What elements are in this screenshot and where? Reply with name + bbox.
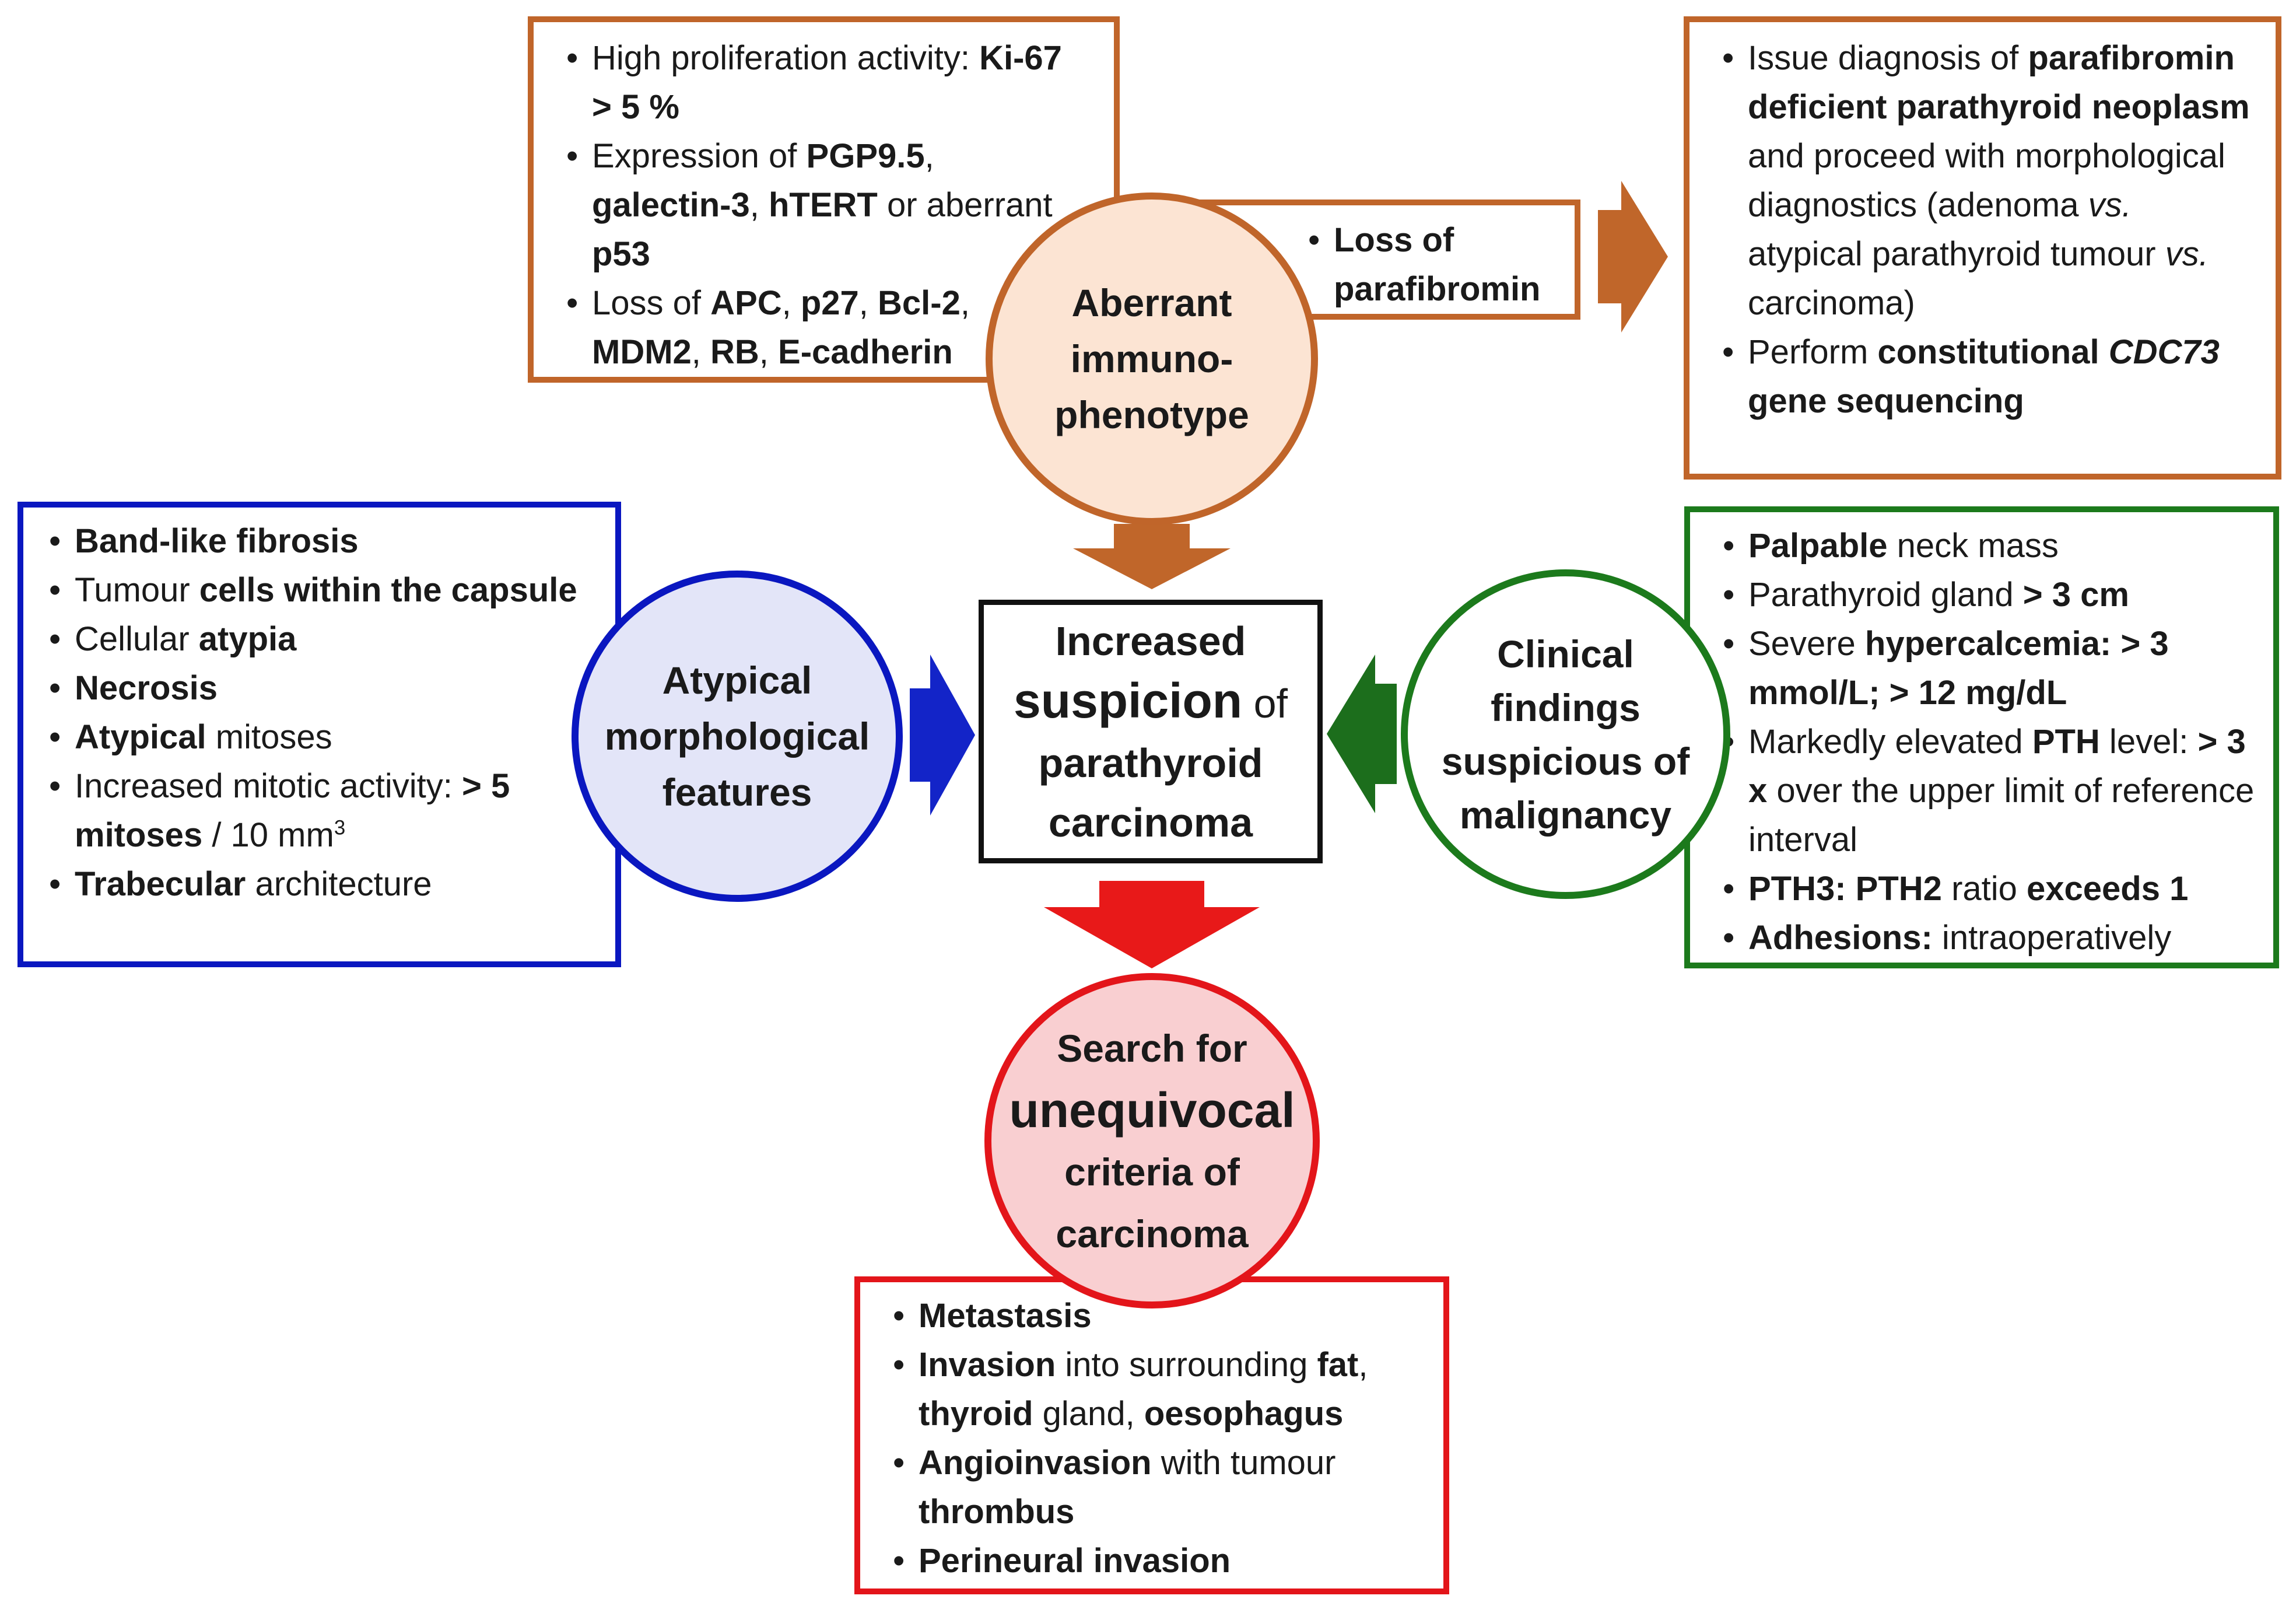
circle-label-line: phenotype <box>1054 393 1249 436</box>
list-item: Markedly elevated PTH level: > 3 x over … <box>1718 718 2260 865</box>
carcinoma-criteria-list: MetastasisInvasion into surrounding fat,… <box>888 1292 1431 1586</box>
center-text-line: parathyroid <box>1038 740 1263 786</box>
circle-label-line: Clinical <box>1497 632 1634 676</box>
list-item: Cellular atypia <box>44 615 598 664</box>
list-item: Loss of APC, p27, Bcl-2, MDM2, RB, E-cad… <box>562 279 1063 377</box>
clinical-findings-label: Clinical findings suspicious of malignancy <box>1442 627 1689 842</box>
arrow-clinical-left <box>1327 655 1397 813</box>
clinical-findings-circle: Clinical findings suspicious of malignancy <box>1401 569 1730 899</box>
morphology-features-box: Band-like fibrosisTumour cells within th… <box>17 502 621 967</box>
circle-label-line: findings <box>1491 685 1640 729</box>
list-item: High proliferation activity: Ki-67 > 5 % <box>562 34 1063 132</box>
aberrant-immunophenotype-label: Aberrant immuno-phenotype <box>1054 275 1249 443</box>
list-item: Angioinvasion with tumour thrombus <box>888 1439 1431 1537</box>
list-item: Invasion into surrounding fat, thyroid g… <box>888 1341 1431 1439</box>
center-text-line: carcinoma <box>1048 799 1253 845</box>
arrow-immunophenotype-down <box>1073 524 1231 589</box>
list-item: PTH3: PTH2 ratio exceeds 1 <box>1718 865 2260 914</box>
circle-label-line: carcinoma <box>1056 1212 1249 1255</box>
circle-label-line: morphological <box>604 715 870 758</box>
increased-suspicion-box: Increased suspicion of parathyroid carcinom… <box>979 600 1323 863</box>
circle-label-line: features <box>662 771 812 814</box>
list-item: Adhesions: intraoperatively <box>1718 914 2260 963</box>
center-text-line: suspicion of <box>1014 673 1288 728</box>
list-item: Trabecular architecture <box>44 860 598 909</box>
unequivocal-criteria-circle: Search for unequivocal criteria of carcinom… <box>984 973 1320 1308</box>
list-item: Band-like fibrosis <box>44 517 598 566</box>
diagnosis-box: Issue diagnosis of parafibromin deficien… <box>1684 16 2281 480</box>
immunophenotype-markers-list: High proliferation activity: Ki-67 > 5 %… <box>562 34 1063 377</box>
parafibromin-list: Loss of parafibromin <box>1303 216 1548 314</box>
circle-label-line: Search for <box>1057 1026 1247 1070</box>
list-item: Perineural invasion <box>888 1537 1431 1586</box>
atypical-morphology-circle: Atypical morphological features <box>572 571 903 902</box>
list-item: Necrosis <box>44 664 598 713</box>
circle-label-line: suspicious of <box>1441 739 1690 783</box>
morphology-features-list: Band-like fibrosisTumour cells within th… <box>44 517 598 909</box>
list-item: Expression of PGP9.5, galectin-3, hTERT … <box>562 132 1063 279</box>
immunophenotype-markers-box: High proliferation activity: Ki-67 > 5 %… <box>528 16 1120 383</box>
list-item: Parathyroid gland > 3 cm <box>1718 571 2260 620</box>
circle-label-line: immuno- <box>1070 337 1233 380</box>
circle-label-line: unequivocal <box>1009 1082 1295 1138</box>
aberrant-immunophenotype-circle: Aberrant immuno-phenotype <box>986 193 1318 525</box>
list-item: Palpable neck mass <box>1718 522 2260 571</box>
carcinoma-criteria-box: MetastasisInvasion into surrounding fat,… <box>854 1276 1449 1594</box>
list-item: Loss of parafibromin <box>1303 216 1548 314</box>
diagnosis-list: Issue diagnosis of parafibromin deficien… <box>1717 34 2254 426</box>
circle-label-line: malignancy <box>1459 793 1672 837</box>
list-item: Issue diagnosis of parafibromin deficien… <box>1717 34 2254 328</box>
arrow-center-down <box>1044 881 1260 968</box>
circle-label-line: Atypical <box>662 659 812 702</box>
center-text-line: Increased <box>1055 618 1246 664</box>
list-item: Atypical mitoses <box>44 713 598 762</box>
list-item: Perform constitutional CDC73 gene sequen… <box>1717 328 2254 426</box>
clinical-findings-list: Palpable neck massParathyroid gland > 3 … <box>1718 522 2260 963</box>
arrow-morphology-right <box>910 655 975 816</box>
atypical-morphology-label: Atypical morphological features <box>605 652 870 820</box>
list-item: Metastasis <box>888 1292 1431 1341</box>
circle-label-line: criteria of <box>1064 1150 1240 1194</box>
arrow-to-diagnosis <box>1598 181 1668 333</box>
unequivocal-criteria-label: Search for unequivocal criteria of carcinom… <box>1009 1017 1295 1265</box>
increased-suspicion-text: Increased suspicion of parathyroid carcinom… <box>1014 611 1288 852</box>
circle-label-line: Aberrant <box>1071 281 1232 324</box>
list-item: Increased mitotic activity: > 5 mitoses … <box>44 762 598 860</box>
list-item: Tumour cells within the capsule <box>44 566 598 615</box>
list-item: Severe hypercalcemia: > 3 mmol/L; > 12 m… <box>1718 620 2260 718</box>
clinical-findings-box: Palpable neck massParathyroid gland > 3 … <box>1684 506 2279 968</box>
